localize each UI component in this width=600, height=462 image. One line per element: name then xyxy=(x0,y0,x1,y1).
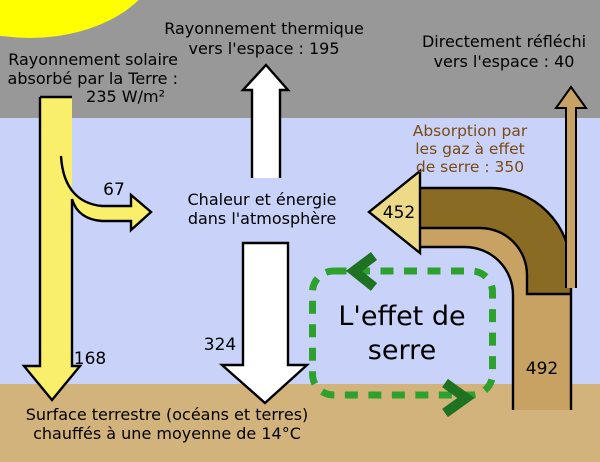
pipe-tan-section xyxy=(419,228,571,410)
greenhouse-title-line1: L'effet de xyxy=(338,301,466,332)
reflected-radiation-label: Directement réfléchi vers l'espace : 40 xyxy=(408,32,600,72)
surface-label-line1: Surface terrestre (océans et terres) xyxy=(25,405,309,424)
loop-arrow-left-icon xyxy=(345,252,378,291)
thermal-label-line2: vers l'espace : 195 xyxy=(188,39,340,58)
surface-label: Surface terrestre (océans et terres) cha… xyxy=(10,405,324,443)
solar-radiation-label: Rayonnement solaire absorbé par la Terre… xyxy=(0,50,178,107)
solar-label-line2: absorbé par la Terre : xyxy=(7,68,178,88)
heat-label-line2: dans l'atmosphère xyxy=(187,209,337,228)
heat-label-line1: Chaleur et énergie xyxy=(187,190,337,209)
ground-band xyxy=(0,384,600,462)
solar-label-line1: Rayonnement solaire xyxy=(8,50,178,69)
thermal-radiation-label: Rayonnement thermique vers l'espace : 19… xyxy=(134,19,394,59)
absorption-label-line3: de serre : 350 xyxy=(415,158,525,176)
absorption-label: Absorption par les gaz à effet de serre … xyxy=(370,122,570,176)
solar-arrow-shaft xyxy=(40,97,72,366)
sun-icon xyxy=(0,0,139,38)
value-gases-452: 452 xyxy=(382,203,416,223)
absorption-label-line1: Absorption par xyxy=(412,122,528,140)
greenhouse-title-line2: serre xyxy=(367,335,437,366)
solar-branch-arrow xyxy=(61,157,151,230)
greenhouse-loop-arrows xyxy=(345,252,475,418)
reflected-arrow-up xyxy=(554,85,588,288)
thermal-arrow-up xyxy=(240,63,291,178)
surface-label-line2: chauffés à une moyenne de 14°C xyxy=(33,424,301,443)
solar-label-line3: 235 W/m² xyxy=(86,87,165,106)
thermal-label-line1: Rayonnement thermique xyxy=(164,19,364,38)
value-back-324: 324 xyxy=(203,335,237,355)
absorption-label-line2: les gaz à effet xyxy=(415,140,525,158)
greenhouse-effect-title: L'effet de serre xyxy=(302,300,502,368)
atmosphere-heat-label: Chaleur et énergie dans l'atmosphère xyxy=(162,190,362,228)
value-branch-67: 67 xyxy=(103,180,125,200)
solar-arrow-head xyxy=(24,366,80,400)
value-absorbed-168: 168 xyxy=(73,349,107,369)
pipe-dark-section xyxy=(419,188,571,295)
solar-arrow-outline xyxy=(21,95,153,402)
reflected-label-line1: Directement réfléchi xyxy=(421,32,587,51)
value-emission-492: 492 xyxy=(525,359,559,379)
back-radiation-arrow-down xyxy=(218,241,311,405)
greenhouse-loop xyxy=(309,267,496,399)
absorption-arrow-head xyxy=(367,168,422,256)
loop-arrow-right-icon xyxy=(442,378,475,418)
solar-arrow xyxy=(24,97,151,400)
reflected-label-line2: vers l'espace : 40 xyxy=(433,52,575,71)
